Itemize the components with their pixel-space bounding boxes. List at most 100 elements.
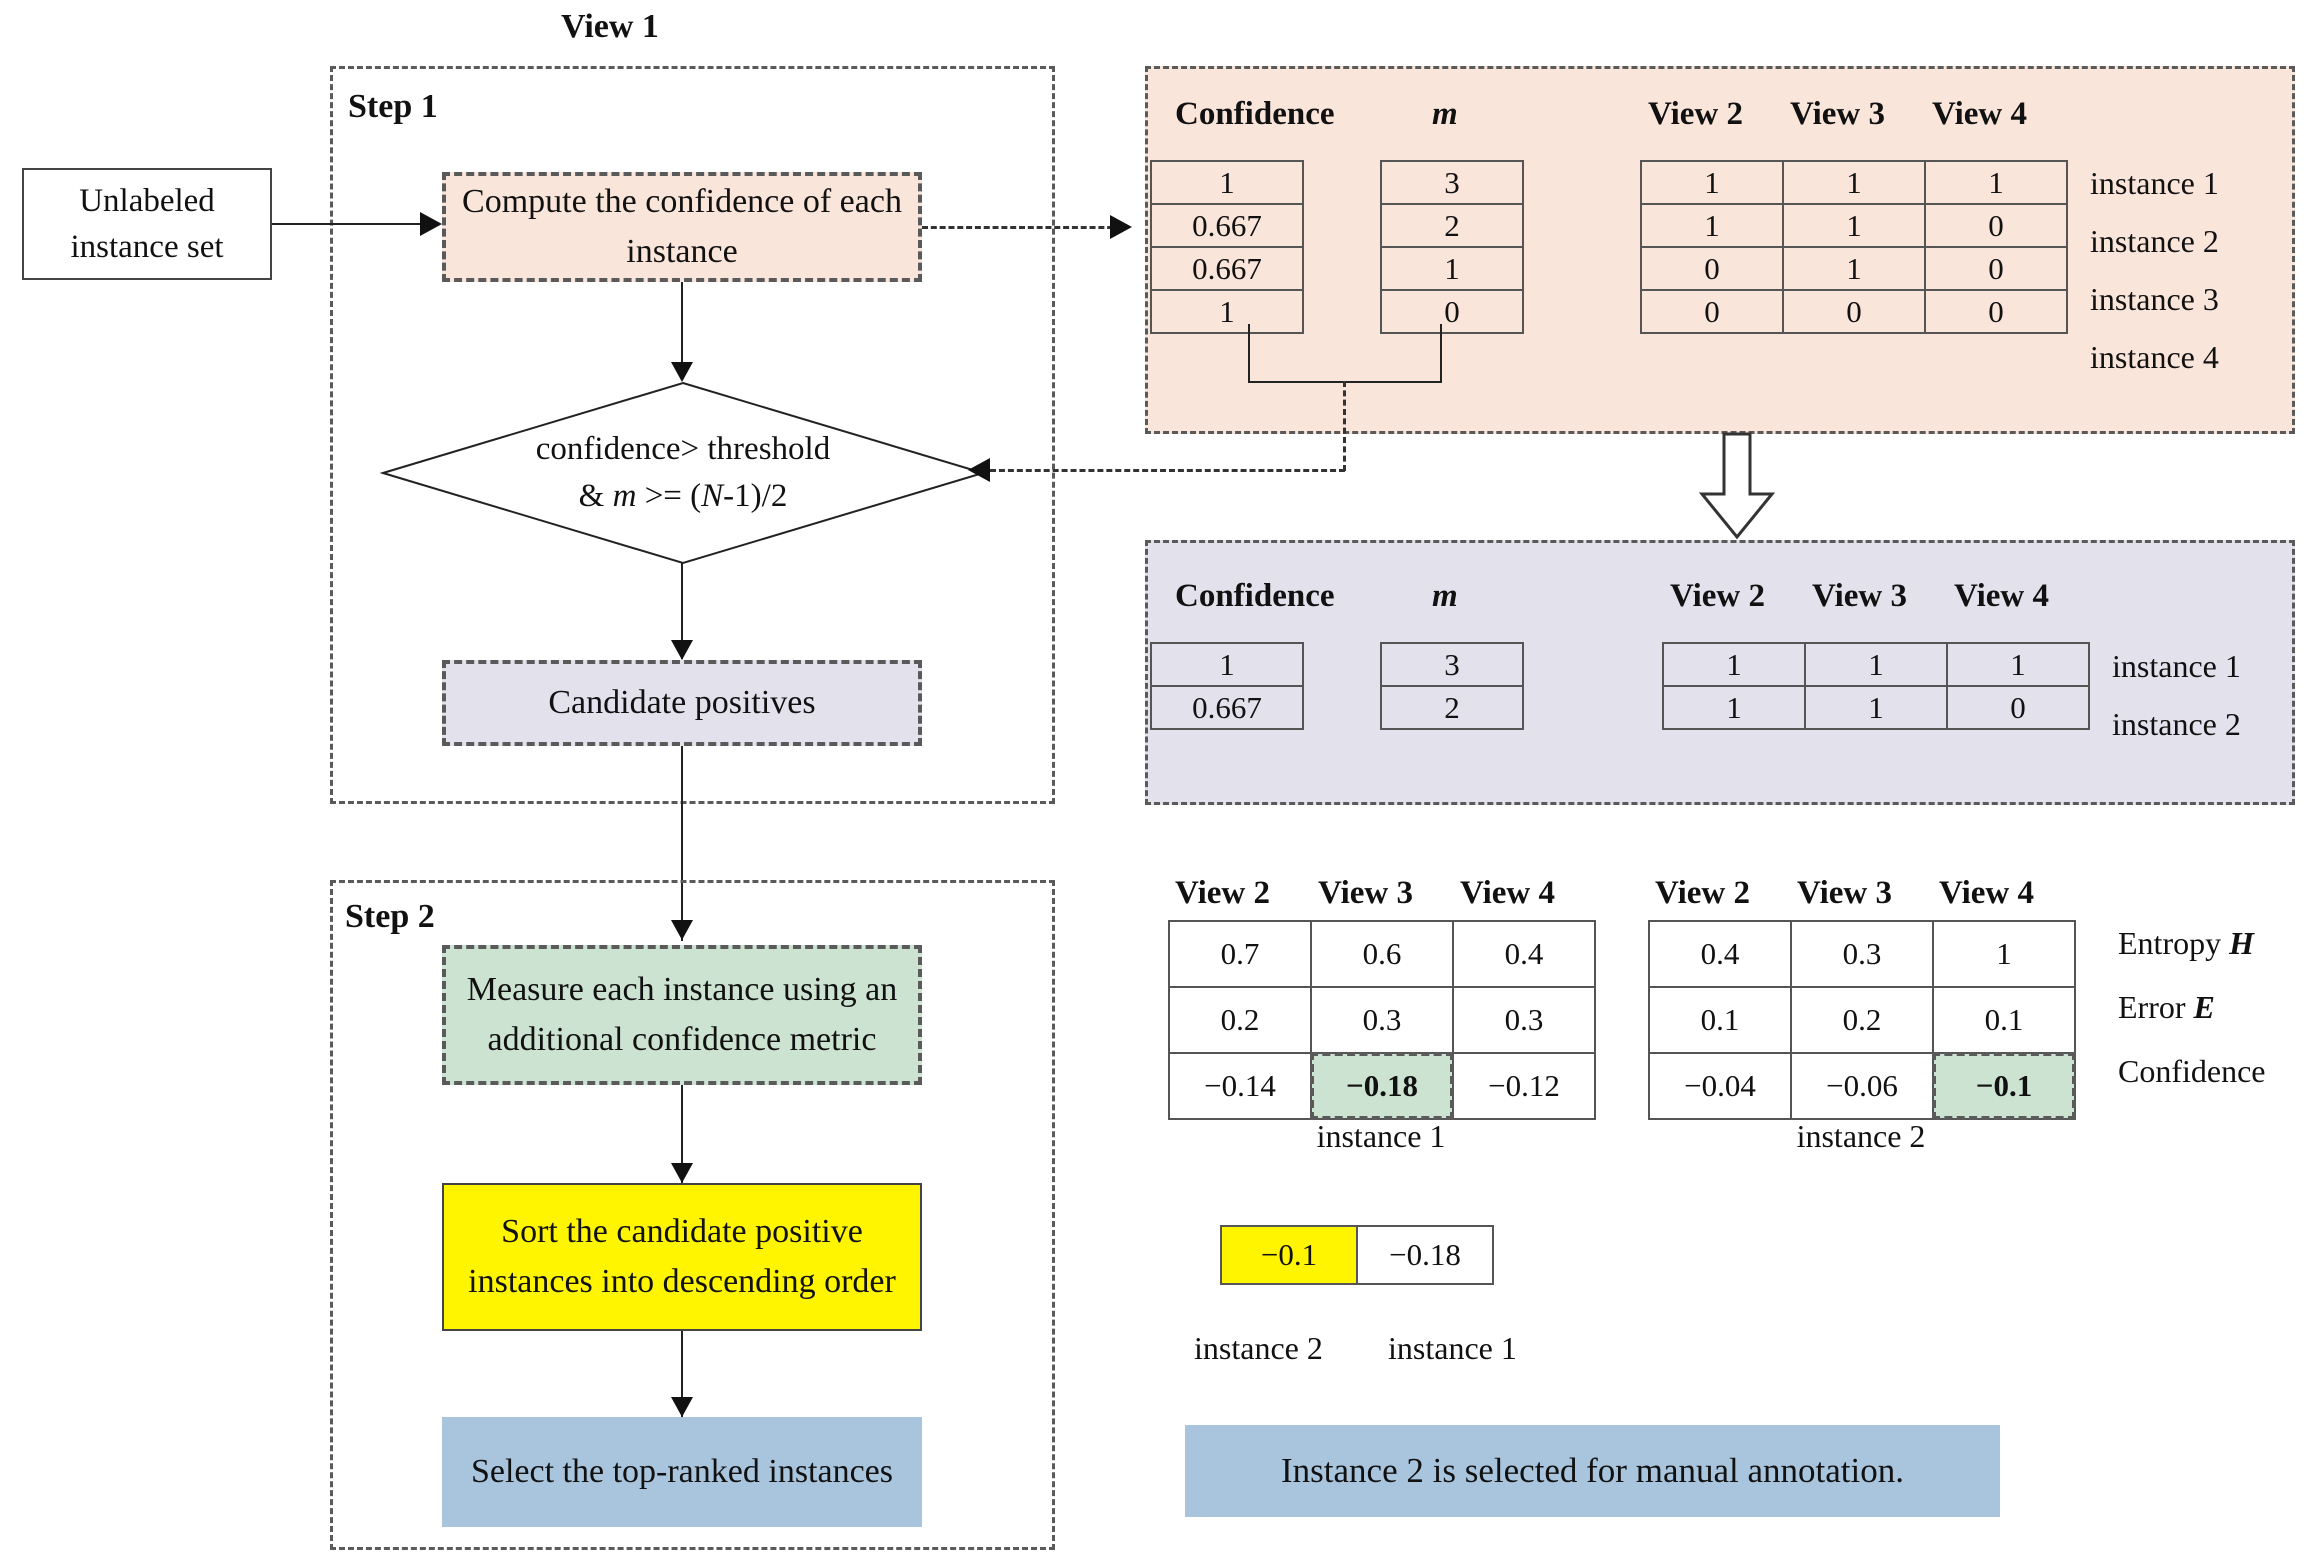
cand-confidence-header: Confidence: [1175, 578, 1335, 614]
decision-tail: -1)/2: [723, 478, 788, 514]
i2-view2-header: View 2: [1655, 875, 1751, 911]
cell: 0.1: [1932, 986, 2076, 1054]
cell-highlighted: −0.1: [1220, 1225, 1358, 1285]
step1-group: [330, 66, 1055, 804]
decision-diamond-shape: [379, 381, 987, 565]
step2-group: [330, 880, 1055, 1550]
result-banner-text: Instance 2 is selected for manual annota…: [1281, 1451, 1904, 1490]
candidate-positives-box: Candidate positives: [442, 660, 922, 746]
cand-view3-header: View 3: [1812, 578, 1908, 614]
bracket-right-stem: [1440, 324, 1442, 382]
error-symbol: E: [2193, 989, 2215, 1025]
all-m-table: 3 2 1 0: [1380, 160, 1524, 334]
arrow-compute-to-decision-head: [671, 362, 693, 382]
cand-confidence-table: 1 0.667: [1150, 642, 1304, 730]
arrow-measure-to-sort-head: [671, 1163, 693, 1183]
all-confidence-table: 1 0.667 0.667 1: [1150, 160, 1304, 334]
decision-line-1: confidence> threshold: [535, 431, 831, 467]
cand-view2-header: View 2: [1670, 578, 1766, 614]
table-row: 0.667: [1150, 685, 1304, 730]
decision-N-symbol: N: [701, 478, 724, 514]
arrow-decision-to-candidate-line: [681, 563, 683, 659]
table-row: 1: [1150, 160, 1304, 205]
select-top-ranked-box: Select the top-ranked instances: [442, 1417, 922, 1527]
cell: 1: [1640, 203, 1784, 248]
feedback-vertical: [1343, 381, 1346, 471]
cell: 1: [1782, 246, 1926, 291]
dashed-compute-to-table-head: [1110, 215, 1132, 239]
instance1-caption: instance 1: [1316, 1118, 1446, 1154]
i1-view2-header: View 2: [1175, 875, 1271, 911]
decision-line-2: & m >= (N-1)/2: [579, 473, 788, 520]
feedback-horizontal: [990, 469, 1345, 472]
table-row: 1 1 0: [1662, 685, 2090, 730]
table-row: 0.2 0.3 0.3: [1168, 986, 1596, 1054]
cell: 0.667: [1150, 685, 1304, 730]
view1-title: View 1: [290, 5, 930, 49]
table-row: −0.14 −0.18 −0.12: [1168, 1052, 1596, 1120]
sorted-caption-2: instance 1: [1388, 1330, 1517, 1366]
instance2-metric-table: 0.4 0.3 1 0.1 0.2 0.1 −0.04 −0.06 −0.1: [1648, 920, 2076, 1120]
cell: 0.667: [1150, 246, 1304, 291]
cell: 0.7: [1168, 920, 1312, 988]
measure-instance-box: Measure each instance using an additiona…: [442, 945, 922, 1085]
cell: 1: [1804, 642, 1948, 687]
all-row-label-3: instance 3: [2090, 281, 2219, 317]
decision-text: confidence> threshold & m >= (N-1)/2: [398, 408, 968, 538]
decision-m-symbol: m: [612, 478, 637, 514]
cell: 1: [1804, 685, 1948, 730]
i1-view3-header: View 3: [1318, 875, 1414, 911]
cell: 0: [1924, 246, 2068, 291]
cell: 0: [1380, 289, 1524, 334]
table-row: 0.7 0.6 0.4: [1168, 920, 1596, 988]
cell: 0: [1924, 203, 2068, 248]
cell: 1: [1662, 685, 1806, 730]
cell: 3: [1380, 160, 1524, 205]
cell: 1: [1150, 289, 1304, 334]
table-row: 1: [1380, 246, 1524, 291]
decision-ge: >= (: [636, 478, 702, 514]
i2-view4-header: View 4: [1939, 875, 2035, 911]
table-row: 0.4 0.3 1: [1648, 920, 2076, 988]
cell: 0.4: [1452, 920, 1596, 988]
i2-view3-header: View 3: [1797, 875, 1893, 911]
cell: 0.3: [1452, 986, 1596, 1054]
cand-views-table: 1 1 1 1 1 0: [1662, 642, 2090, 730]
cell: 1: [1380, 246, 1524, 291]
arrow-step1-to-step2-line: [681, 746, 683, 941]
view1-title-text: View 1: [561, 8, 659, 45]
cell: −0.06: [1790, 1052, 1934, 1120]
cell: 0.667: [1150, 203, 1304, 248]
compute-confidence-text: Compute the confidence of each instance: [462, 183, 902, 270]
all-views-table: 1 1 1 1 1 0 0 1 0 0 0 0: [1640, 160, 2068, 334]
cell: 1: [1640, 160, 1784, 205]
feedback-arrow-head: [968, 458, 990, 482]
cell: 1: [1150, 160, 1304, 205]
cell: 0.1: [1648, 986, 1792, 1054]
cell: 1: [1946, 642, 2090, 687]
table-row: 0 0 0: [1640, 289, 2068, 334]
select-top-ranked-text: Select the top-ranked instances: [470, 1453, 893, 1490]
cell: 0: [1640, 289, 1784, 334]
result-banner: Instance 2 is selected for manual annota…: [1185, 1425, 2000, 1517]
arrow-input-to-compute-head: [420, 212, 442, 236]
sorted-values-table: −0.1 −0.18: [1220, 1225, 1494, 1285]
decision-amp: &: [578, 478, 613, 514]
error-label-text: Error: [2118, 989, 2194, 1025]
cell-highlighted: −0.1: [1932, 1052, 2076, 1120]
cell: 0.2: [1790, 986, 1934, 1054]
instance1-metric-table: 0.7 0.6 0.4 0.2 0.3 0.3 −0.14 −0.18 −0.1…: [1168, 920, 1596, 1120]
candidate-positives-text: Candidate positives: [548, 684, 816, 721]
sort-instances-text: Sort the candidate positive instances in…: [468, 1213, 896, 1300]
entropy-symbol: H: [2229, 925, 2254, 961]
dashed-compute-to-table-line: [922, 226, 1122, 229]
cell: 3: [1380, 642, 1524, 687]
cand-view4-header: View 4: [1954, 578, 2050, 614]
cell: −0.12: [1452, 1052, 1596, 1120]
cell: 1: [1782, 203, 1926, 248]
table-row: 1 1 0: [1640, 203, 2068, 248]
unlabeled-instance-set-text: Unlabeled instance set: [70, 183, 224, 265]
cell: 0.3: [1790, 920, 1934, 988]
table-row: 2: [1380, 203, 1524, 248]
table-row: 0: [1380, 289, 1524, 334]
